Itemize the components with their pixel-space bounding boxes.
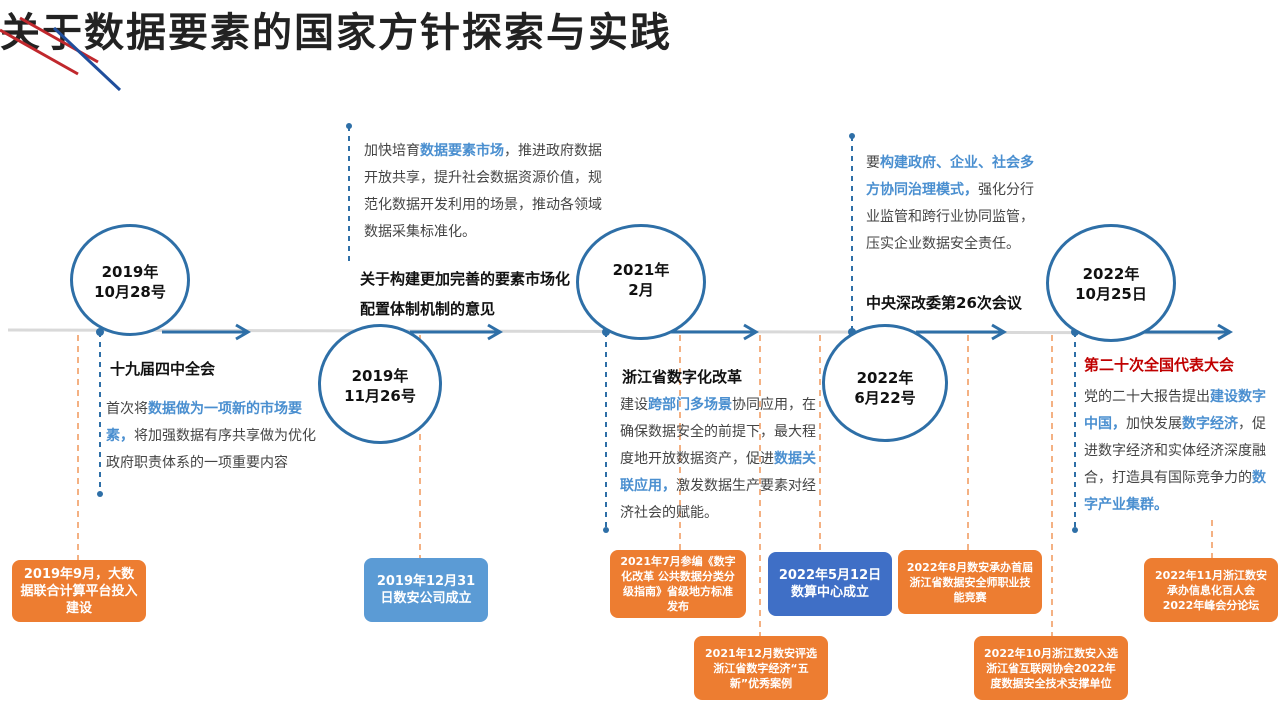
event-text: 2022年11月浙江数安承办信息化百人会2022年峰会分论坛 <box>1155 568 1267 612</box>
milestone-connectors <box>99 126 1076 530</box>
event-text: 2022年10月浙江数安入选浙江省互联网协会2022年度数据安全技术支撑单位 <box>984 646 1118 690</box>
event-box: 2022年8月数安承办首届浙江省数据安全师职业技能竞赛 <box>898 550 1042 614</box>
desc-text: 建设 <box>620 397 648 413</box>
timeline-arrows <box>162 323 1233 341</box>
milestone-date-text: 2021年 2月 <box>612 261 670 299</box>
desc-text: 激发数据生产要素对经济社会的赋能。 <box>620 478 816 521</box>
milestone-heading: 第二十次全国代表大会 <box>1084 356 1235 374</box>
event-text: 2019年12月31日数安公司成立 <box>376 574 476 606</box>
milestone-date-text: 2022年 10月25日 <box>1075 265 1147 303</box>
desc-text: 强化分行业监管和跨行业协同监管，压实企业数据安全责任。 <box>866 182 1034 252</box>
page-title: 关于数据要素的国家方针探索与实践 <box>0 10 672 56</box>
desc-text: ，推进政府数据开放共享，提升社会数据资源价值，规范化数据开发利用的场景，推动各领… <box>364 143 602 240</box>
event-box: 2021年7月参编《数字化改革 公共数据分类分级指南》省级地方标准发布 <box>610 550 746 618</box>
milestone-circle <box>822 324 948 442</box>
milestone-desc: 建设跨部门多场景协同应用，在确保数据安全的前提下，最大程度地开放数据资产，促进数… <box>620 392 820 527</box>
milestone-heading: 中央深改委第26次会议 <box>866 294 1022 312</box>
highlight-text: 数字经济 <box>1182 416 1238 432</box>
milestone-date-text: 2019年 11月26号 <box>344 367 416 405</box>
milestone-heading: 浙江省数字化改革 <box>622 368 743 386</box>
milestone-date: 2022年 6月22号 <box>822 368 948 408</box>
milestone-date: 2019年 10月28号 <box>70 262 190 302</box>
desc-text: 加快培育 <box>364 143 420 159</box>
event-box: 2019年9月，大数据联合计算平台投入建设 <box>12 560 146 622</box>
event-text: 2022年5月12日数算中心成立 <box>778 568 882 600</box>
milestone-date: 2019年 11月26号 <box>318 366 442 406</box>
milestone-date-text: 2019年 10月28号 <box>94 263 166 301</box>
event-text: 2022年8月数安承办首届浙江省数据安全师职业技能竞赛 <box>906 560 1034 604</box>
highlight-text: 数据关联应用， <box>620 451 816 494</box>
milestone-heading: 十九届四中全会 <box>110 360 216 378</box>
milestone-date: 2022年 10月25日 <box>1046 264 1176 304</box>
highlight-text: 数据做为一项新的市场要素， <box>106 401 302 444</box>
milestone-date: 2021年 2月 <box>576 260 706 300</box>
highlight-text: 数字产业集群。 <box>1084 470 1266 513</box>
highlight-text: 跨部门多场景 <box>648 397 732 413</box>
event-text: 2021年12月数安评选浙江省数字经济“五新”优秀案例 <box>705 646 817 690</box>
event-box: 2019年12月31日数安公司成立 <box>364 558 488 622</box>
event-text: 2021年7月参编《数字化改革 公共数据分类分级指南》省级地方标准发布 <box>620 555 736 613</box>
highlight-text: 构建政府、企业、社会多方协同治理模式， <box>866 155 1034 198</box>
corner-stripes <box>0 16 122 92</box>
milestone-desc: 首次将数据做为一项新的市场要素，将加强数据有序共享做为优化政府职责体系的一项重要… <box>106 396 316 477</box>
highlight-text: 建设数字中国， <box>1084 389 1266 432</box>
desc-text: 要 <box>866 155 880 171</box>
desc-text: 协同应用，在确保数据安全的前提下，最大程度地开放数据资产，促进 <box>620 397 816 467</box>
desc-text: ，促进数字经济和实体经济深度融合，打造具有国际竞争力的 <box>1084 416 1266 486</box>
desc-text: 党的二十大报告提出 <box>1084 389 1210 405</box>
desc-text: 加快发展 <box>1126 416 1182 432</box>
event-box: 2021年12月数安评选浙江省数字经济“五新”优秀案例 <box>694 636 828 700</box>
milestone-circle <box>70 224 190 336</box>
milestone-desc: 加快培育数据要素市场，推进政府数据开放共享，提升社会数据资源价值，规范化数据开发… <box>364 138 602 246</box>
milestone-desc: 党的二十大报告提出建设数字中国，加快发展数字经济，促进数字经济和实体经济深度融合… <box>1084 384 1270 519</box>
milestone-date-text: 2022年 6月22号 <box>854 369 916 407</box>
milestone-circle <box>318 324 442 444</box>
highlight-text: 数据要素市场 <box>420 143 504 159</box>
milestone-desc: 要构建政府、企业、社会多方协同治理模式，强化分行业监管和跨行业协同监管，压实企业… <box>866 150 1046 258</box>
milestone-circle <box>576 224 706 340</box>
desc-text: 首次将 <box>106 401 148 417</box>
desc-text: 将加强数据有序共享做为优化政府职责体系的一项重要内容 <box>106 428 316 471</box>
milestone-circle <box>1046 224 1176 342</box>
event-box: 2022年10月浙江数安入选浙江省互联网协会2022年度数据安全技术支撑单位 <box>974 636 1128 700</box>
milestone-heading: 关于构建更加完善的要素市场化配置体制机制的意见 <box>360 270 571 318</box>
event-box: 2022年11月浙江数安承办信息化百人会2022年峰会分论坛 <box>1144 558 1278 622</box>
event-box: 2022年5月12日数算中心成立 <box>768 552 892 616</box>
event-text: 2019年9月，大数据联合计算平台投入建设 <box>20 566 138 616</box>
